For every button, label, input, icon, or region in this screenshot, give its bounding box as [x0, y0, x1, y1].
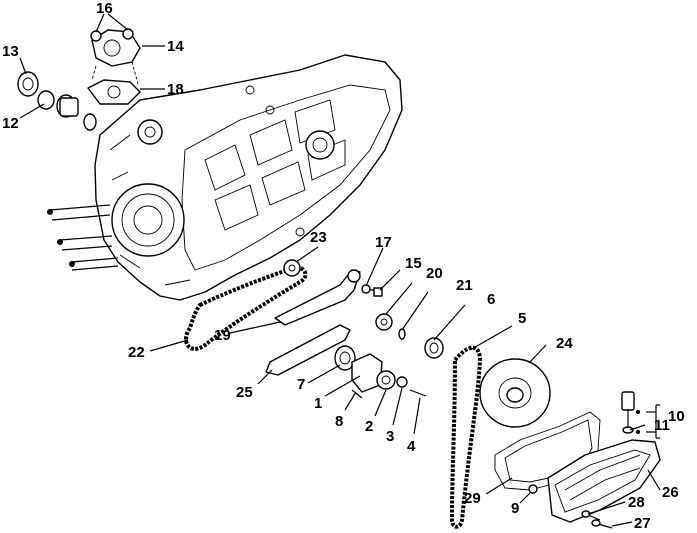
callout-15: 15 — [405, 255, 422, 272]
cover-assembly — [87, 28, 141, 105]
leader-lines — [19, 13, 661, 527]
callout-23: 23 — [310, 229, 327, 246]
callout-13: 13 — [2, 43, 19, 60]
callout-18: 18 — [167, 81, 184, 98]
callout-11: 11 — [654, 417, 670, 434]
chain-guide — [274, 269, 361, 326]
timing-chain — [184, 265, 308, 351]
pump-cover — [479, 358, 551, 428]
chain-tensioner — [265, 324, 351, 376]
callout-19: 19 — [214, 327, 231, 344]
oil-pump — [334, 345, 427, 399]
callout-4: 4 — [407, 438, 416, 455]
callout-24: 24 — [556, 335, 573, 352]
callout-12: 12 — [2, 115, 19, 132]
callout-16: 16 — [96, 0, 113, 17]
small-bolts — [528, 484, 613, 529]
callout-labels: 16 14 18 13 12 23 17 15 20 21 6 5 24 22 … — [2, 0, 685, 532]
callout-22: 22 — [128, 344, 145, 361]
callout-9: 9 — [511, 500, 519, 517]
sprocket — [283, 259, 301, 277]
callout-6: 6 — [487, 291, 495, 308]
callout-2: 2 — [365, 418, 373, 435]
bolt-set — [361, 284, 406, 340]
callout-27: 27 — [634, 515, 651, 532]
callout-20: 20 — [426, 265, 443, 282]
callout-8: 8 — [335, 413, 343, 430]
callout-5: 5 — [518, 310, 526, 327]
pulley-assembly — [17, 71, 97, 131]
gear-and-chain — [424, 337, 483, 529]
filter-housing — [547, 391, 661, 523]
callout-1: 1 — [314, 395, 322, 412]
callout-28: 28 — [628, 494, 645, 511]
callout-26: 26 — [662, 484, 679, 501]
callout-14: 14 — [167, 38, 184, 55]
callout-10: 10 — [668, 408, 685, 425]
callout-7: 7 — [297, 376, 305, 393]
callout-3: 3 — [386, 428, 394, 445]
callout-29: 29 — [464, 490, 481, 507]
callout-21: 21 — [456, 277, 473, 294]
crankcase-housing — [47, 54, 403, 301]
callout-25: 25 — [236, 384, 253, 401]
callout-17: 17 — [375, 234, 392, 251]
